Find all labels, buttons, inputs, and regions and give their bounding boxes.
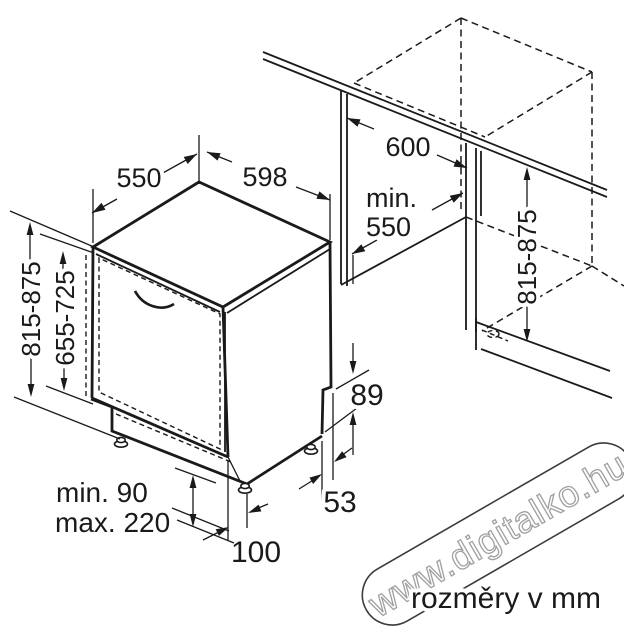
label-height-total-right: 815-875 [512,209,542,304]
label-plinth-max: max. 220 [55,507,170,538]
label-niche-depth-min: min. [366,183,417,213]
niche-cube-dashed [353,17,624,332]
foot-front [237,482,253,494]
niche-floor [340,216,467,286]
dimension-front-width: 598 [206,151,331,240]
niche-side-panel [340,91,348,286]
dishwasher-body [85,180,333,486]
dimension-foot-inset: 100 [202,460,285,573]
dimension-plinth-height: min. 90 max. 220 [51,467,235,544]
label-plinth-min: min. 90 [56,477,148,508]
label-front-width: 598 [242,162,287,192]
label-top-depth: 550 [116,163,161,193]
right-cabinet-plinth [475,318,613,399]
dimension-niche-depth: min. 550 [351,179,464,255]
reference-lines-left [9,210,121,440]
dimension-niche-width: 600 [346,117,468,169]
dimension-door-height: 655-725 [46,251,84,391]
right-cabinet-foot-dashed [486,329,500,339]
label-door-height: 655-725 [50,270,80,365]
watermark-pill-outline [361,442,624,626]
label-niche-width: 600 [385,132,430,162]
dimension-top-depth: 550 [91,135,200,243]
adjustable-feet [113,436,319,494]
dimension-foot-offset: 53 [298,393,361,523]
foot-right [303,443,319,455]
dimension-height-left: 815-875 [12,222,50,397]
label-rear-clearance: 89 [350,379,383,412]
plinth-dashed-line [115,413,232,463]
label-foot-offset: 53 [323,486,356,519]
niche-right-wall [465,143,482,332]
countertop [262,51,608,198]
dimension-height-right: 815-875 [508,167,546,342]
foot-left [113,436,129,448]
label-foot-inset: 100 [231,536,281,569]
label-niche-depth-value: 550 [366,212,411,242]
door-gap-dashed [98,256,221,451]
dimension-rear-clearance: 89 [324,343,388,455]
door-handle [133,290,175,309]
units-label: rozměry v mm [411,582,601,615]
label-height-total-left: 815-875 [16,261,46,356]
